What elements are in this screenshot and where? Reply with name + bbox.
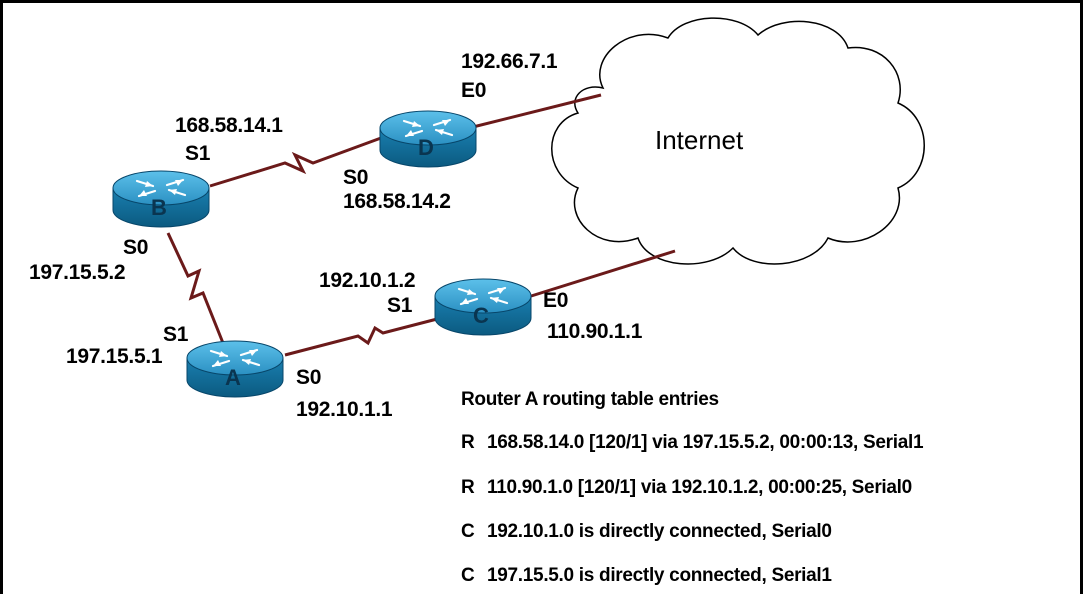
router-d-letter: D bbox=[418, 135, 434, 160]
link-c-internet bbox=[527, 249, 676, 299]
internet-label: Internet bbox=[655, 125, 744, 155]
route-code: C bbox=[461, 565, 475, 586]
network-links bbox=[166, 93, 676, 357]
d-e0-ip: 192.66.7.1 bbox=[461, 50, 558, 73]
route-text: 192.10.1.0 is directly connected, Serial… bbox=[487, 521, 832, 542]
route-code: R bbox=[461, 477, 475, 498]
route-code: R bbox=[461, 432, 475, 453]
c-s1-name: S1 bbox=[387, 294, 413, 317]
b-s0-name: S0 bbox=[123, 236, 149, 259]
route-text: 168.58.14.0 [120/1] via 197.15.5.2, 00:0… bbox=[487, 432, 924, 453]
d-s0-name: S0 bbox=[343, 166, 369, 189]
routing-table-title: Router A routing table entries bbox=[461, 389, 719, 410]
route-text: 110.90.1.0 [120/1] via 192.10.1.2, 00:00… bbox=[487, 477, 912, 498]
router-b-letter: B bbox=[151, 195, 167, 220]
router-c-letter: C bbox=[473, 303, 489, 328]
c-e0-ip: 110.90.1.1 bbox=[547, 320, 643, 343]
routing-table-entry: R 168.58.14.0 [120/1] via 197.15.5.2, 00:… bbox=[461, 432, 924, 453]
a-s1-ip: 197.15.5.1 bbox=[66, 345, 163, 368]
a-s0-ip: 192.10.1.1 bbox=[296, 398, 393, 421]
a-s1-name: S1 bbox=[163, 323, 189, 346]
link-a-c-serial bbox=[284, 316, 442, 357]
b-s1-name: S1 bbox=[185, 142, 211, 165]
route-text: 197.15.5.0 is directly connected, Serial… bbox=[487, 565, 832, 586]
routing-table-entry: C 192.10.1.0 is directly connected, Seria… bbox=[461, 522, 832, 541]
b-s0-ip: 197.15.5.2 bbox=[29, 261, 126, 284]
router-a-letter: A bbox=[225, 365, 241, 390]
routing-table-entry: C 197.15.5.0 is directly connected, Seria… bbox=[461, 566, 832, 585]
internet-cloud bbox=[551, 17, 925, 265]
b-s1-ip: 168.58.14.1 bbox=[175, 114, 283, 137]
link-d-internet bbox=[472, 93, 602, 129]
diagram-canvas bbox=[111, 17, 925, 399]
d-s0-ip: 168.58.14.2 bbox=[343, 190, 451, 213]
route-code: C bbox=[461, 521, 475, 542]
link-b-d-serial bbox=[209, 136, 382, 188]
a-s0-name: S0 bbox=[296, 366, 322, 389]
c-e0-name: E0 bbox=[543, 289, 569, 312]
routing-table-entry: R 110.90.1.0 [120/1] via 192.10.1.2, 00:0… bbox=[461, 478, 912, 497]
c-s1-ip: 192.10.1.2 bbox=[319, 269, 416, 292]
link-b-a-serial bbox=[166, 232, 225, 344]
d-e0-name: E0 bbox=[461, 79, 487, 102]
